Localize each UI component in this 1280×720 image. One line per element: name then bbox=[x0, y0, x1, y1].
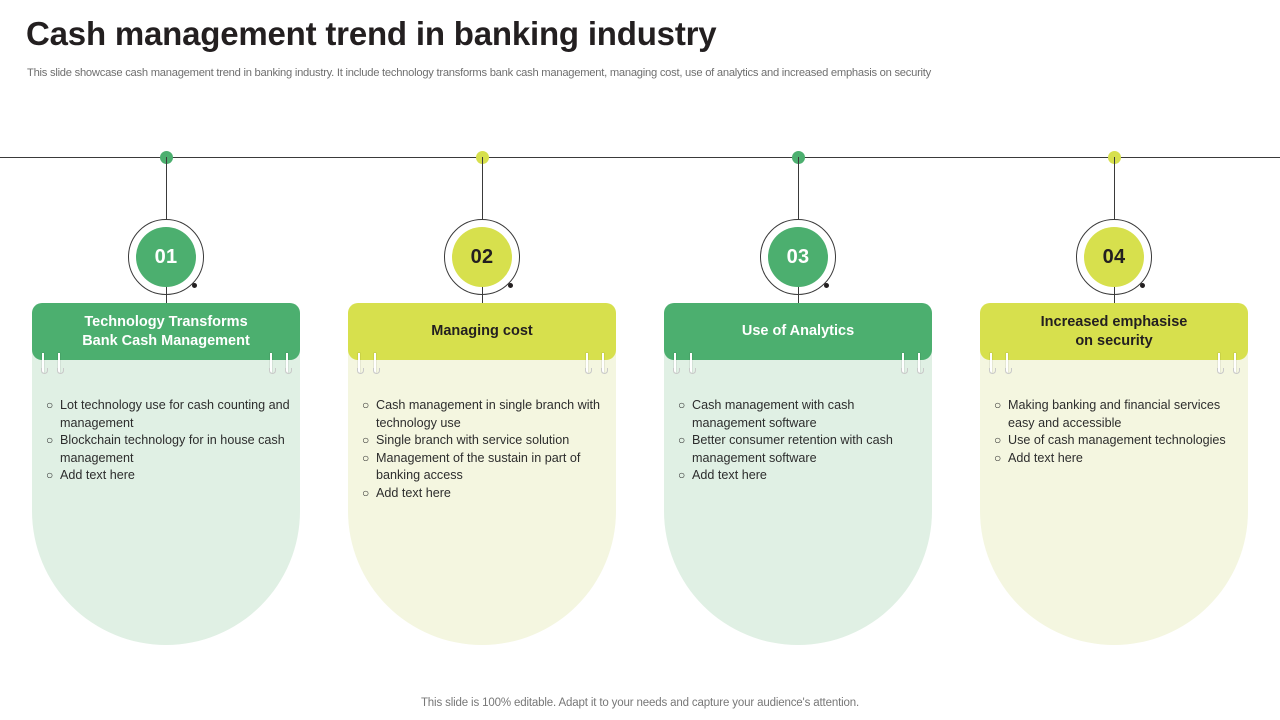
badge-ring-icon bbox=[760, 219, 836, 295]
step-badge-01[interactable]: 01 bbox=[128, 219, 204, 295]
list-item: ○ Add text here bbox=[678, 467, 924, 485]
page-title: Cash management trend in banking industr… bbox=[26, 15, 717, 52]
card-body-panel bbox=[664, 343, 932, 645]
bullet-text: Making banking and financial services ea… bbox=[1008, 398, 1221, 430]
bullet-text: Management of the sustain in part of ban… bbox=[376, 450, 581, 483]
badge-number: 01 bbox=[136, 227, 196, 287]
card-title-line-1: Managing cost bbox=[431, 323, 533, 339]
card-bullet-list: ○ Cash management with cash management so… bbox=[678, 397, 924, 485]
card-title-line-2: on security bbox=[1075, 332, 1153, 349]
timeline-connector-upper-01 bbox=[166, 157, 167, 219]
timeline-connector-upper-03 bbox=[798, 157, 799, 219]
bullet-text: Add text here bbox=[60, 468, 135, 483]
badge-ring-tip-icon bbox=[508, 283, 513, 288]
timeline-connector-upper-04 bbox=[1114, 157, 1115, 219]
bullet-circle-icon: ○ bbox=[46, 433, 54, 448]
list-item: ○ Use of cash management technologies bbox=[994, 432, 1240, 450]
list-item: ○ Single branch with service solution bbox=[362, 432, 608, 450]
bullet-text: Add text here bbox=[1008, 450, 1083, 465]
list-item: ○ Making banking and financial services e… bbox=[994, 397, 1240, 432]
trend-card-03[interactable]: Use of Analytics ○ Cash management with ca… bbox=[664, 303, 932, 645]
list-item: ○ Management of the sustain in part of ba… bbox=[362, 450, 608, 485]
card-bullet-list: ○ Making banking and financial services e… bbox=[994, 397, 1240, 467]
bullet-circle-icon: ○ bbox=[362, 485, 370, 500]
list-item: ○ Blockchain technology for in house cash… bbox=[46, 432, 292, 467]
bullet-text: Better consumer retention with cash mana… bbox=[692, 433, 893, 465]
list-item: ○ Cash management with cash management so… bbox=[678, 397, 924, 432]
bullet-text: Blockchain technology for in house cash … bbox=[60, 433, 285, 465]
card-body-panel bbox=[348, 343, 616, 645]
timeline-connector-upper-02 bbox=[482, 157, 483, 219]
card-title: Increased emphasise on security bbox=[980, 303, 1248, 360]
badge-ring-tip-icon bbox=[824, 283, 829, 288]
badge-number: 02 bbox=[452, 227, 512, 287]
trend-card-04[interactable]: Increased emphasise on security ○ Making ba… bbox=[980, 303, 1248, 645]
badge-number: 03 bbox=[768, 227, 828, 287]
bullet-text: Cash management with cash management sof… bbox=[692, 398, 855, 430]
bullet-text: Single branch with service solution bbox=[376, 433, 570, 448]
page-subtitle: This slide showcase cash management tren… bbox=[27, 67, 931, 79]
bullet-circle-icon: ○ bbox=[46, 398, 54, 412]
card-title: Use of Analytics bbox=[664, 303, 932, 360]
card-title-line-1: Use of Analytics bbox=[741, 323, 855, 339]
list-item: ○ Better consumer retention with cash man… bbox=[678, 432, 924, 467]
badge-ring-tip-icon bbox=[192, 283, 197, 288]
bullet-text: Use of cash management technologies bbox=[1008, 433, 1226, 448]
footer-note: This slide is 100% editable. Adapt it to… bbox=[420, 697, 860, 709]
bullet-text: Add text here bbox=[376, 485, 451, 500]
step-badge-04[interactable]: 04 bbox=[1076, 219, 1152, 295]
card-bullet-list: ○ Lot technology use for cash counting an… bbox=[46, 397, 292, 485]
step-badge-02[interactable]: 02 bbox=[444, 219, 520, 295]
card-title-line-1: Increased emphasise bbox=[1040, 313, 1188, 330]
badge-number: 04 bbox=[1084, 227, 1144, 287]
list-item: ○ Lot technology use for cash counting an… bbox=[46, 397, 292, 432]
list-item: ○ Add text here bbox=[46, 467, 292, 485]
list-item: ○ Cash management in single branch with t… bbox=[362, 397, 608, 432]
card-title-line-1: Technology Transforms bbox=[84, 313, 248, 330]
card-title-line-2: Bank Cash Management bbox=[82, 332, 250, 349]
bullet-circle-icon: ○ bbox=[362, 450, 370, 465]
bullet-text: Add text here bbox=[692, 468, 767, 483]
bullet-circle-icon: ○ bbox=[678, 468, 686, 483]
bullet-text: Lot technology use for cash counting and… bbox=[60, 398, 290, 430]
bullet-circle-icon: ○ bbox=[994, 398, 1002, 412]
bullet-circle-icon: ○ bbox=[362, 398, 370, 412]
bullet-circle-icon: ○ bbox=[46, 468, 54, 483]
bullet-circle-icon: ○ bbox=[678, 433, 686, 448]
bullet-circle-icon: ○ bbox=[678, 398, 686, 412]
timeline-axis bbox=[0, 157, 1280, 158]
card-bullet-list: ○ Cash management in single branch with t… bbox=[362, 397, 608, 503]
card-body-panel bbox=[32, 343, 300, 645]
badge-ring-icon bbox=[444, 219, 520, 295]
card-body-panel bbox=[980, 343, 1248, 645]
card-title: Managing cost bbox=[348, 303, 616, 360]
badge-ring-icon bbox=[1076, 219, 1152, 295]
step-badge-03[interactable]: 03 bbox=[760, 219, 836, 295]
bullet-circle-icon: ○ bbox=[994, 433, 1002, 448]
bullet-text: Cash management in single branch with te… bbox=[376, 398, 601, 430]
trend-card-02[interactable]: Managing cost ○ Cash management in single … bbox=[348, 303, 616, 645]
list-item: ○ Add text here bbox=[362, 485, 608, 503]
bullet-circle-icon: ○ bbox=[362, 433, 370, 448]
bullet-circle-icon: ○ bbox=[994, 450, 1002, 465]
badge-ring-icon bbox=[128, 219, 204, 295]
list-item: ○ Add text here bbox=[994, 450, 1240, 468]
badge-ring-tip-icon bbox=[1140, 283, 1145, 288]
